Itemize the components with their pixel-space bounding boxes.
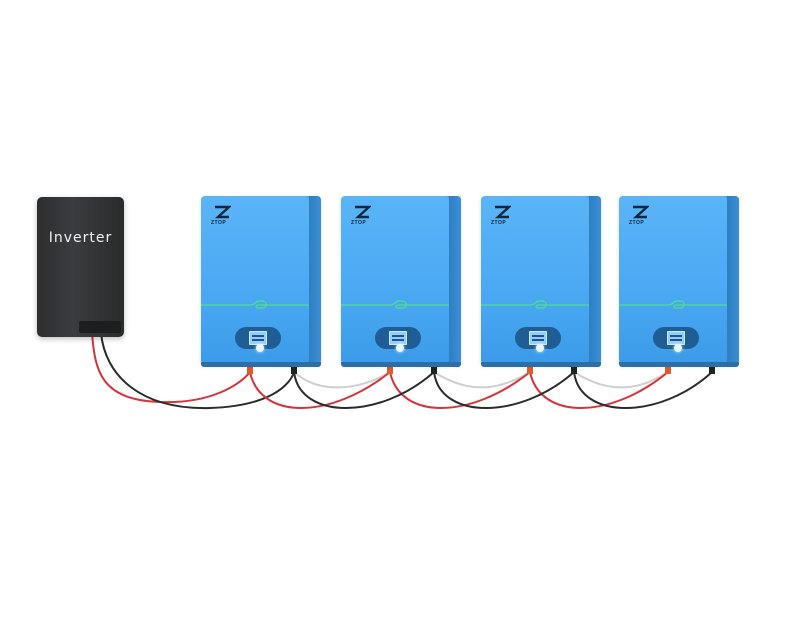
battery-unit-3: ZTOP bbox=[481, 196, 601, 367]
battery-unit-1: ZTOP bbox=[201, 196, 321, 367]
inverter-terminal-port bbox=[79, 321, 121, 333]
display-panel bbox=[235, 327, 281, 349]
cable-link-negative-2 bbox=[433, 371, 575, 409]
brand-logo-icon bbox=[494, 205, 511, 219]
cable-link-negative-3 bbox=[573, 371, 713, 409]
brand-name: ZTOP bbox=[491, 220, 507, 226]
battery-side bbox=[309, 196, 321, 364]
battery-side bbox=[727, 196, 739, 364]
lcd-screen bbox=[389, 331, 407, 345]
lcd-screen bbox=[529, 331, 547, 345]
brand-logo-icon bbox=[354, 205, 371, 219]
display-panel bbox=[375, 327, 421, 349]
terminals bbox=[247, 362, 715, 374]
cable-link-positive-1 bbox=[249, 371, 391, 409]
power-button[interactable] bbox=[396, 344, 404, 352]
decorative-stripe bbox=[481, 300, 589, 309]
battery-base bbox=[481, 362, 601, 367]
power-button[interactable] bbox=[256, 344, 264, 352]
cable-link-grey-3 bbox=[573, 371, 669, 389]
battery-side bbox=[589, 196, 601, 364]
cable-link-positive-2 bbox=[389, 371, 531, 409]
cable-link-negative-1 bbox=[293, 371, 435, 409]
brand-name: ZTOP bbox=[211, 220, 227, 226]
cable-link-grey-1 bbox=[293, 371, 391, 389]
battery-side bbox=[449, 196, 461, 364]
decorative-stripe bbox=[201, 300, 309, 309]
battery-unit-2: ZTOP bbox=[341, 196, 461, 367]
lcd-screen bbox=[667, 331, 685, 345]
lcd-screen bbox=[249, 331, 267, 345]
battery-base bbox=[201, 362, 321, 367]
cable-link-grey-2 bbox=[433, 371, 531, 389]
brand-name: ZTOP bbox=[629, 220, 645, 226]
brand-logo-icon bbox=[632, 205, 649, 219]
battery-base bbox=[341, 362, 461, 367]
power-button[interactable] bbox=[536, 344, 544, 352]
battery-unit-4: ZTOP bbox=[619, 196, 739, 367]
inverter-label: Inverter bbox=[48, 230, 113, 246]
battery-base bbox=[619, 362, 739, 367]
inverter-unit: Inverter bbox=[37, 197, 124, 337]
display-panel bbox=[653, 327, 699, 349]
display-panel bbox=[515, 327, 561, 349]
decorative-stripe bbox=[341, 300, 449, 309]
cable-inverter-negative bbox=[100, 332, 295, 410]
brand-name: ZTOP bbox=[351, 220, 367, 226]
power-button[interactable] bbox=[674, 344, 682, 352]
decorative-stripe bbox=[619, 300, 727, 309]
brand-logo-icon bbox=[214, 205, 231, 219]
cable-link-positive-3 bbox=[529, 371, 669, 409]
